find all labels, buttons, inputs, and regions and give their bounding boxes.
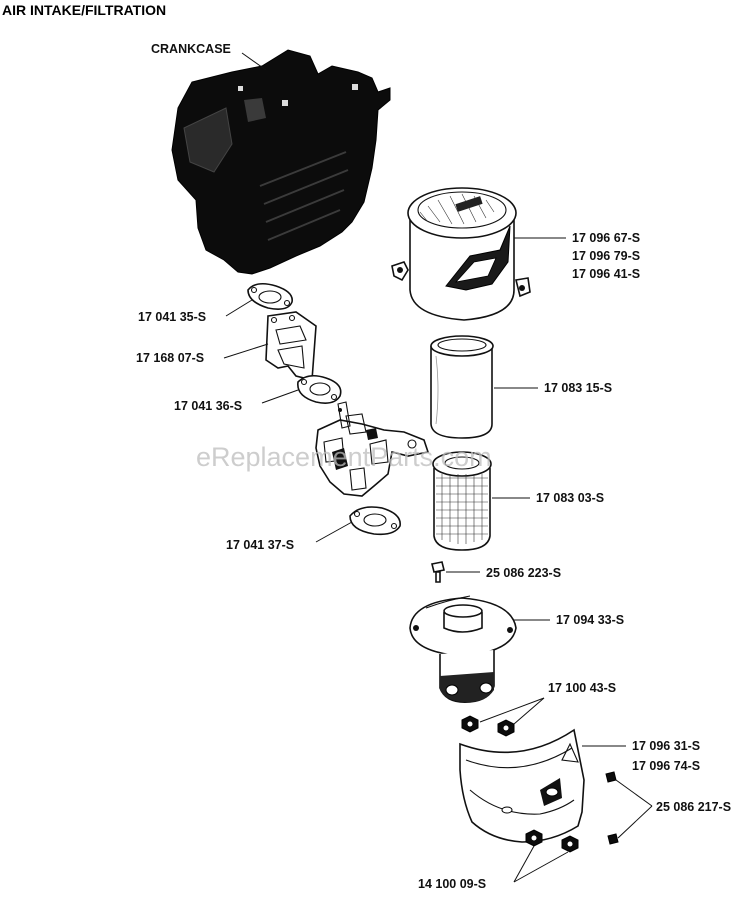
label-spacer-07: 17 168 07-S <box>136 351 204 365</box>
nut-14-100-09 <box>525 829 579 853</box>
leader-spacer-07 <box>223 343 269 359</box>
label-screw-223: 25 086 223-S <box>486 566 561 580</box>
leader-crankcase <box>241 52 267 71</box>
leader-screw-217-b <box>617 805 653 839</box>
gasket-17-041-37 <box>349 506 401 536</box>
leader-nut-09-a <box>513 845 535 883</box>
watermark-text: eReplacementParts.com <box>196 442 492 472</box>
filter-mesh-icon <box>436 474 488 544</box>
diagram-title: AIR INTAKE/FILTRATION <box>2 2 166 18</box>
label-screw-217: 25 086 217-S <box>656 800 731 814</box>
label-element-03: 17 083 03-S <box>536 491 604 505</box>
screw-25-086-217 <box>605 771 619 845</box>
nut-17-100-43 <box>461 715 515 737</box>
label-precleaner-15: 17 083 15-S <box>544 381 612 395</box>
leader-nut-43-b <box>513 697 545 725</box>
filter-element-part <box>432 451 492 551</box>
label-shroud-74: 17 096 74-S <box>632 759 700 773</box>
label-shroud-31: 17 096 31-S <box>632 739 700 753</box>
gasket-17-041-35 <box>247 282 293 310</box>
label-gasket-35: 17 041 35-S <box>138 310 206 324</box>
shroud-part <box>459 728 585 843</box>
label-cover-67: 17 096 67-S <box>572 231 640 245</box>
label-gasket-37: 17 041 37-S <box>226 538 294 552</box>
air-cleaner-cover <box>391 187 531 321</box>
carburetor-part <box>315 401 430 497</box>
label-cover-79: 17 096 79-S <box>572 249 640 263</box>
precleaner-part <box>430 335 494 439</box>
spacer-17-168-07 <box>265 311 317 382</box>
air-cleaner-base <box>409 595 517 704</box>
leader-gasket-36 <box>261 389 299 404</box>
label-cover-41: 17 096 41-S <box>572 267 640 281</box>
label-crankcase: CRANKCASE <box>151 42 231 56</box>
label-gasket-36: 17 041 36-S <box>174 399 242 413</box>
leader-gasket-37 <box>315 521 353 543</box>
label-nut-09: 14 100 09-S <box>418 877 486 891</box>
crankcase-part <box>171 49 391 275</box>
leader-nut-09-b <box>513 851 569 883</box>
leader-screw-217-a <box>615 779 653 807</box>
label-nut-43: 17 100 43-S <box>548 681 616 695</box>
gasket-17-041-36 <box>297 374 342 404</box>
screw-25-086-223 <box>431 561 445 583</box>
leader-gasket-35 <box>225 299 253 317</box>
label-base-33: 17 094 33-S <box>556 613 624 627</box>
leader-nut-43-a <box>479 697 545 723</box>
